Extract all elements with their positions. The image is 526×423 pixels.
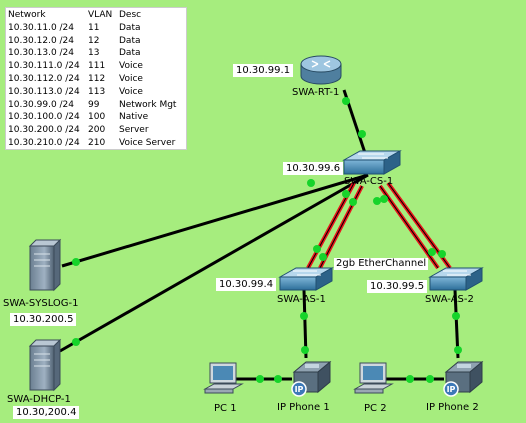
- link-core-syslog: [61, 173, 369, 268]
- svg-text:IP: IP: [447, 385, 456, 394]
- network-cell: 10.30.11.0 /24: [8, 22, 75, 33]
- etherchannel-label: 2gb EtherChannel: [334, 258, 429, 270]
- core-switch-name: SWA-CS-1: [344, 176, 394, 187]
- vlan-cell: 13: [88, 48, 100, 59]
- switch-icon[interactable]: [278, 267, 334, 291]
- desc-cell: Voice: [119, 73, 143, 84]
- switch-icon[interactable]: [342, 150, 402, 175]
- desc-cell: Data: [119, 48, 141, 59]
- dhcp-name: SWA-DHCP-1: [7, 394, 71, 405]
- phone2-name: IP Phone 2: [426, 402, 479, 413]
- router-ip-label: 10.30.99.1: [233, 64, 294, 77]
- header-vlan: VLAN: [88, 10, 113, 20]
- table-row: 10.30.210.0 /24 210 Voice Server: [8, 137, 186, 150]
- vlan-cell: 12: [88, 35, 100, 46]
- switch-icon[interactable]: [428, 267, 484, 291]
- port-status-indicators: [72, 97, 462, 383]
- network-cell: 10.30.210.0 /24: [8, 137, 80, 148]
- desc-cell: Data: [119, 22, 141, 33]
- network-cell: 10.30.99.0 /24: [8, 99, 75, 110]
- vlan-cell: 99: [88, 99, 100, 110]
- table-row: 10.30.99.0 /24 99 Network Mgt: [8, 99, 186, 112]
- desc-cell: Data: [119, 35, 141, 46]
- router-name: SWA-RT-1: [292, 87, 340, 98]
- as1-ip-label: 10.30.99.4: [216, 278, 277, 291]
- as1-name: SWA-AS-1: [277, 294, 326, 305]
- syslog-name: SWA-SYSLOG-1: [3, 298, 79, 309]
- router-icon[interactable]: [300, 55, 342, 85]
- dhcp-ip-label: 10.30,200.4: [13, 406, 80, 419]
- vlan-cell: 100: [88, 112, 106, 123]
- server-icon[interactable]: [28, 238, 62, 292]
- network-cell: 10.30.12.0 /24: [8, 35, 75, 46]
- desc-cell: Network Mgt: [119, 99, 177, 110]
- vlan-cell: 210: [88, 137, 106, 148]
- desc-cell: Voice: [119, 86, 143, 97]
- table-row: 10.30.11.0 /24 11 Data: [8, 22, 186, 35]
- table-row: 10.30.112.0 /24 112 Voice: [8, 73, 186, 86]
- core-switch-ip-label: 10.30.99.6: [283, 162, 344, 175]
- network-cell: 10.30.200.0 /24: [8, 125, 80, 136]
- vlan-cell: 200: [88, 125, 106, 136]
- pc-icon[interactable]: [353, 362, 394, 394]
- pc2-name: PC 2: [364, 403, 387, 414]
- network-cell: 10.30.13.0 /24: [8, 48, 75, 59]
- table-row: 10.30.200.0 /24 200 Server: [8, 124, 186, 137]
- table-row: 10.30.100.0 /24 100 Native: [8, 111, 186, 124]
- network-cell: 10.30.100.0 /24: [8, 112, 80, 123]
- desc-cell: Voice Server: [119, 137, 176, 148]
- svg-text:IP: IP: [295, 385, 304, 394]
- vlan-cell: 11: [88, 22, 100, 33]
- table-row: 10.30.113.0 /24 113 Voice: [8, 86, 186, 99]
- pc1-name: PC 1: [214, 403, 237, 414]
- ip-phone-icon[interactable]: IP: [443, 360, 484, 397]
- server-icon[interactable]: [28, 338, 62, 392]
- desc-cell: Native: [119, 112, 149, 123]
- phone1-name: IP Phone 1: [277, 402, 330, 413]
- header-network: Network: [8, 10, 46, 20]
- syslog-ip-label: 10.30.200.5: [10, 313, 77, 326]
- table-row: 10.30.12.0 /24 12 Data: [8, 35, 186, 48]
- vlan-cell: 112: [88, 73, 106, 84]
- table-row: 10.30.111.0 /24 111 Voice: [8, 60, 186, 73]
- table-row: 10.30.13.0 /24 13 Data: [8, 47, 186, 60]
- desc-cell: Server: [119, 125, 149, 136]
- vlan-table-header: Network VLAN Desc: [8, 9, 186, 22]
- as2-ip-label: 10.30.99.5: [367, 280, 428, 293]
- vlan-cell: 111: [88, 61, 106, 72]
- network-cell: 10.30.111.0 /24: [8, 61, 80, 72]
- pc-icon[interactable]: [203, 362, 244, 394]
- header-desc: Desc: [119, 10, 142, 20]
- ip-phone-icon[interactable]: IP: [291, 360, 332, 397]
- network-cell: 10.30.113.0 /24: [8, 86, 80, 97]
- desc-cell: Voice: [119, 61, 143, 72]
- as2-name: SWA-AS-2: [425, 294, 474, 305]
- link-core-dhcp: [59, 173, 369, 353]
- vlan-cell: 113: [88, 86, 106, 97]
- network-cell: 10.30.112.0 /24: [8, 73, 80, 84]
- etherchannel-as1: [306, 182, 364, 269]
